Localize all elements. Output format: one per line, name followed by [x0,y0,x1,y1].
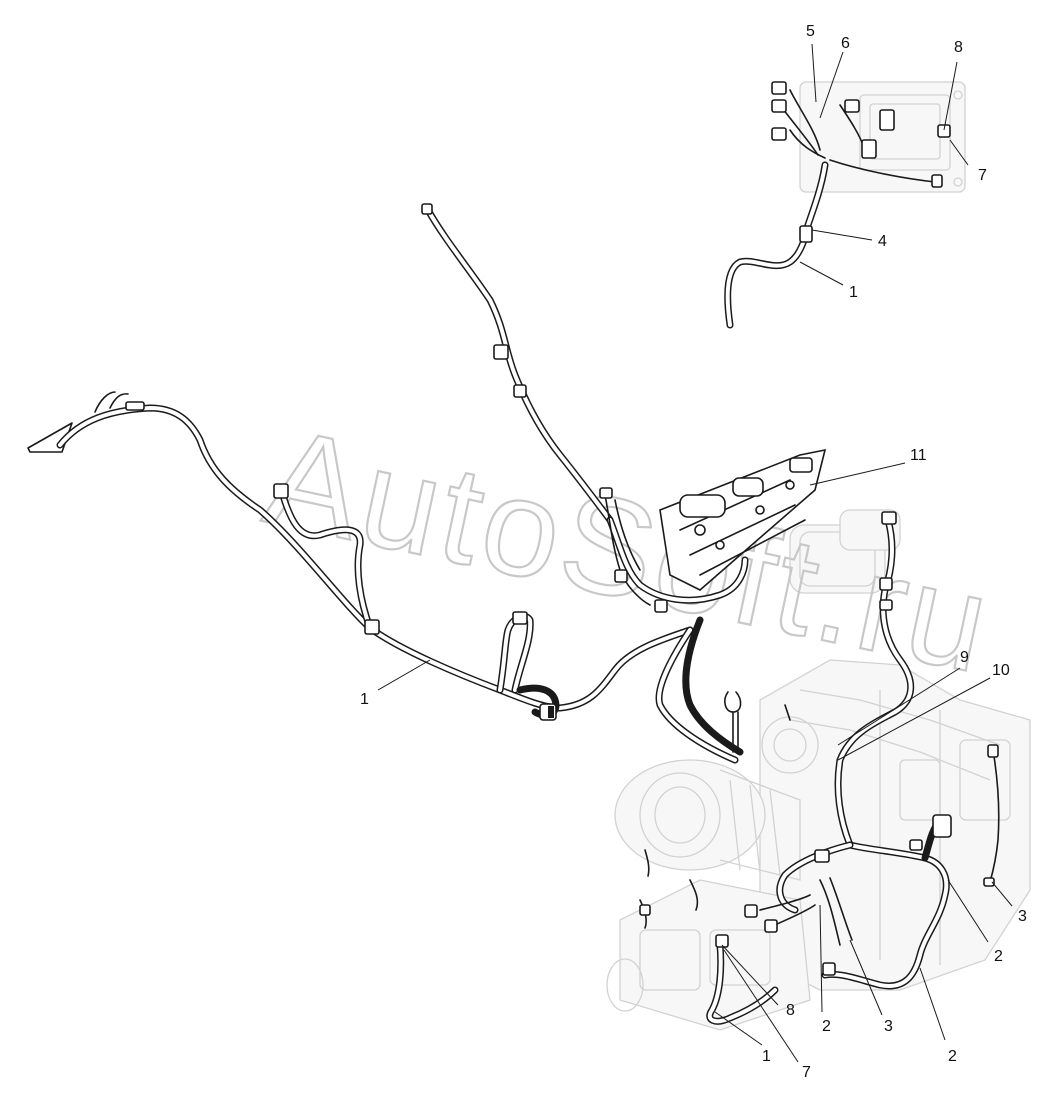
callout-1: 1 [360,691,369,708]
callout-10: 10 [992,662,1010,679]
callout-2: 2 [822,1018,831,1035]
harness-1-main [27,391,694,721]
callout-11: 11 [910,447,927,464]
transmission-ghost [606,879,811,1031]
callout-1: 1 [762,1048,771,1065]
callout-3: 3 [884,1018,893,1035]
callout-labels: 5 6 8 7 4 1 11 1 9 10 3 2 8 2 3 2 1 7 [360,23,1027,1081]
flywheel-ghost [614,759,801,881]
callout-7: 7 [802,1064,811,1081]
callout-6: 6 [841,35,850,52]
callout-8: 8 [954,39,963,56]
callout-1: 1 [849,284,858,301]
callout-8: 8 [786,1002,795,1019]
callout-7: 7 [978,167,987,184]
callout-5: 5 [806,23,815,40]
cab-panel-harness [724,81,951,329]
callout-2: 2 [994,948,1003,965]
callout-9: 9 [960,649,969,666]
callout-4: 4 [878,233,887,250]
harness-descent [655,511,915,849]
harness-top-drop [421,203,614,524]
bracket-11 [599,448,827,613]
leader-lines [377,43,1013,1063]
callout-2: 2 [948,1048,957,1065]
callout-3: 3 [1018,908,1027,925]
cab-panel-ghost [799,81,966,193]
engine-harness [639,704,1000,1025]
